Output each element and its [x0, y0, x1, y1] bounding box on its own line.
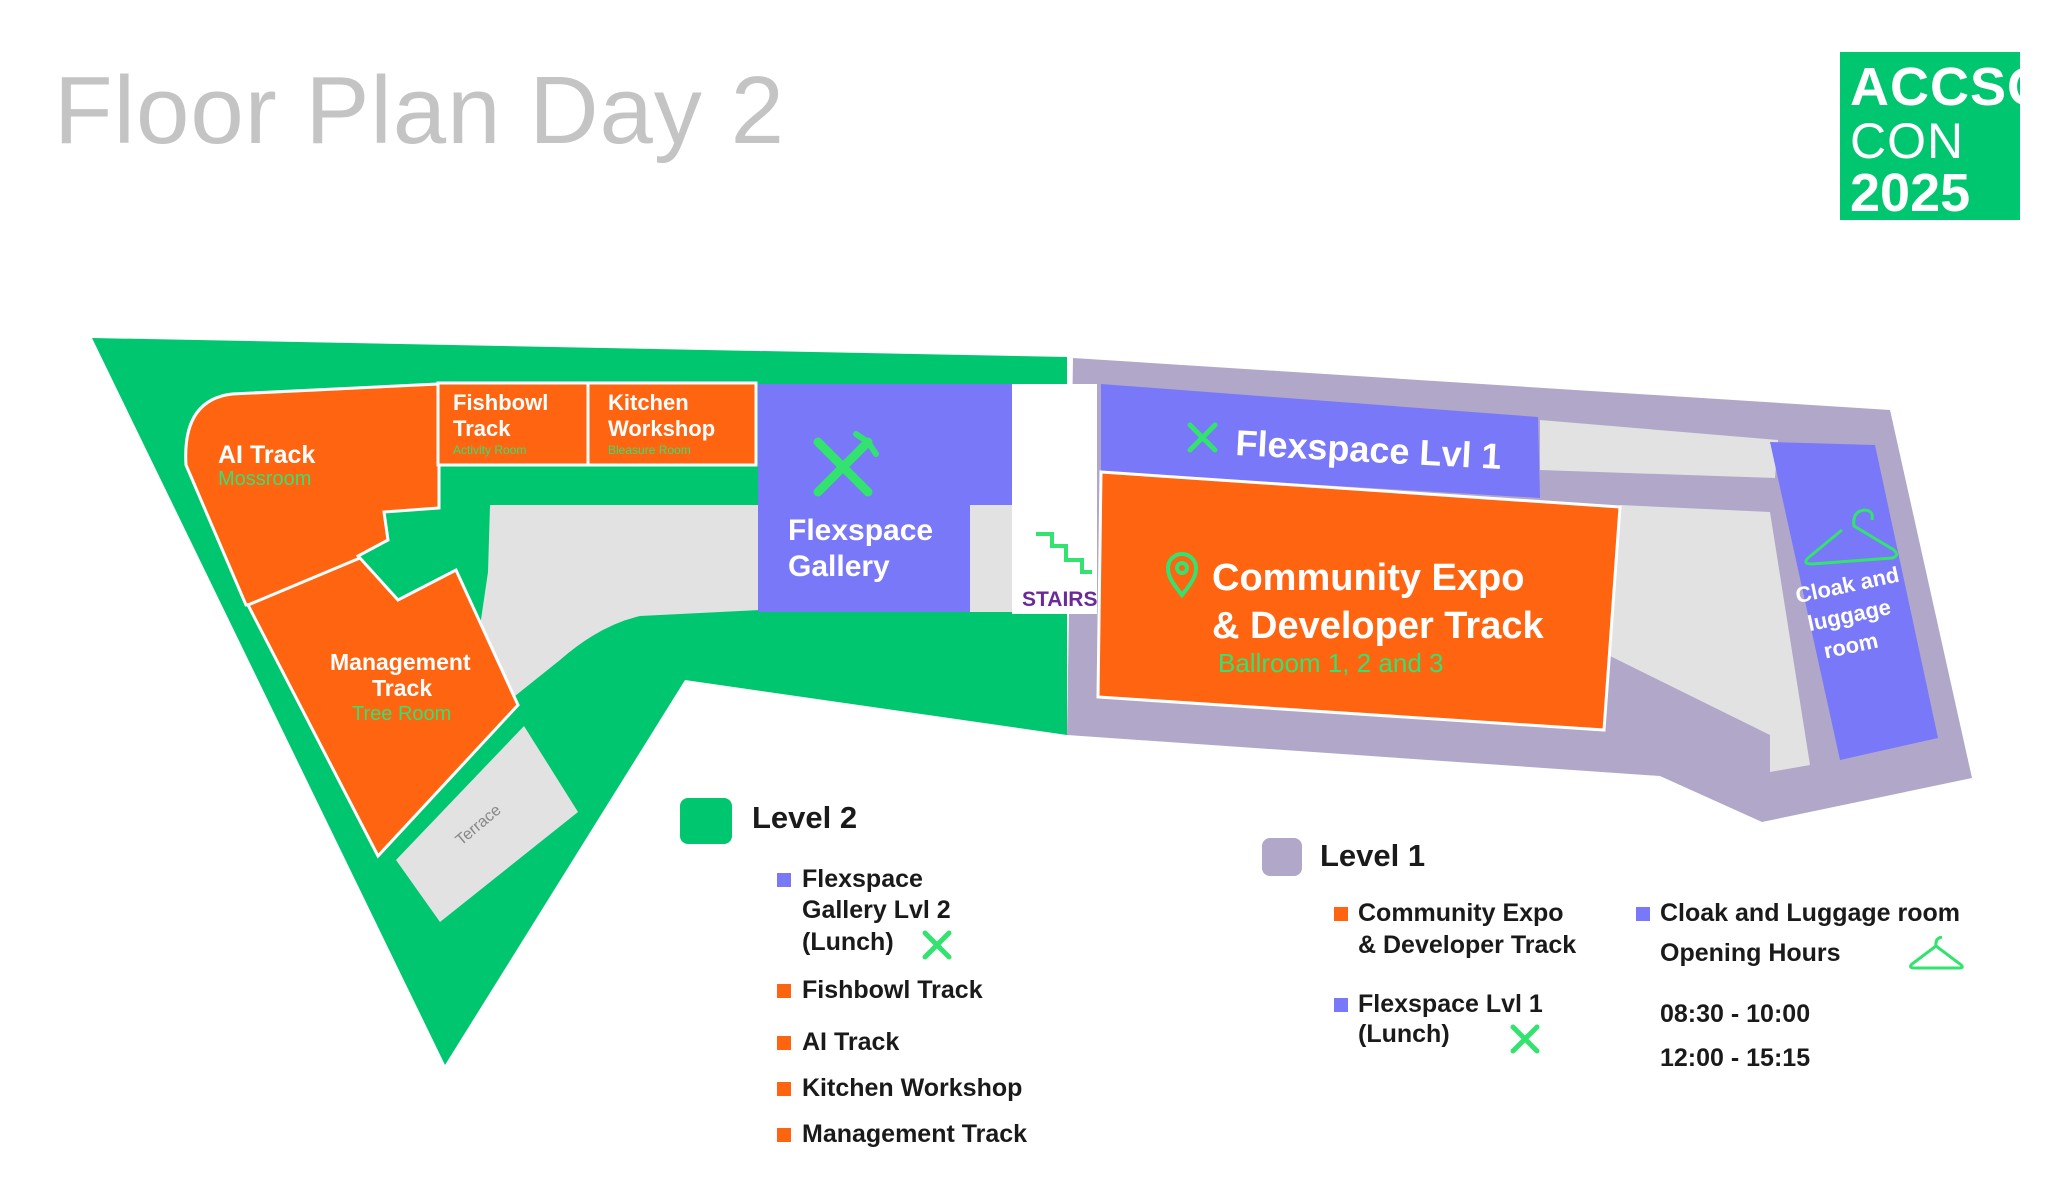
ai-track-room[interactable] [184, 382, 441, 607]
flexspace-gallery-label-2: Gallery [788, 550, 890, 583]
legend-management-swatch [777, 1128, 791, 1142]
ai-track-label: AI Track [218, 441, 315, 469]
cloak-room[interactable] [1770, 442, 1938, 760]
cutlery-icon [1510, 1024, 1540, 1054]
legend-cloak-swatch [1636, 907, 1650, 921]
management-track-room[interactable] [245, 556, 520, 859]
location-pin-icon [1165, 552, 1199, 599]
fishbowl-label-1: Fishbowl [453, 390, 548, 415]
level-1-corridor-top [1540, 420, 1778, 478]
legend-fishbowl-swatch [777, 984, 791, 998]
level-1-swatch [1262, 838, 1302, 876]
level-1-legend-title: Level 1 [1320, 838, 1426, 873]
legend-ai-track-label: AI Track [802, 1028, 900, 1056]
hanger-icon [1909, 936, 1964, 970]
legend-cloak-line-1: Cloak and Luggage room [1660, 899, 1961, 927]
ai-track-sub: Mossroom [218, 468, 311, 490]
terrace-area [396, 726, 578, 922]
stairs-corridor [970, 502, 1015, 612]
legend-flexspace-lvl1-line-2: (Lunch) [1358, 1020, 1450, 1048]
kitchen-label-2: Workshop [608, 416, 715, 441]
legend-flexspace-gallery-line-3: (Lunch) [802, 928, 894, 956]
community-label-2: & Developer Track [1212, 605, 1544, 647]
fishbowl-sub: Activity Room [453, 443, 526, 457]
level-1-corridor-right [1608, 505, 1810, 772]
legend-kitchen-label: Kitchen Workshop [802, 1074, 1023, 1102]
level-2-corridor [460, 505, 760, 700]
legend-flexspace-gallery-line-1: Flexspace [802, 865, 923, 893]
legend-community-swatch [1334, 907, 1348, 921]
community-label-1: Community Expo [1212, 557, 1524, 599]
logo-line-2: CON [1850, 113, 1965, 169]
level-2-swatch [680, 798, 732, 844]
kitchen-workshop-room[interactable] [586, 381, 758, 467]
cutlery-icon [1187, 422, 1218, 453]
community-expo-room[interactable] [1096, 470, 1622, 732]
legend-flexspace-lvl1-swatch [1334, 998, 1348, 1012]
hanger-icon [1804, 508, 1899, 566]
fishbowl-label-2: Track [453, 416, 511, 441]
legend-flexspace-gallery-line-2: Gallery Lvl 2 [802, 896, 951, 924]
logo-line-1: ACCSO [1850, 57, 2048, 117]
page-title: Floor Plan Day 2 [54, 57, 785, 164]
legend-cloak-time-2: 12:00 - 15:15 [1660, 1044, 1811, 1072]
management-sub: Tree Room [352, 703, 451, 725]
stairs-block [1012, 384, 1097, 614]
management-label-2: Track [372, 675, 432, 701]
legend-cloak-time-1: 08:30 - 10:00 [1660, 1000, 1811, 1028]
legend-fishbowl-label: Fishbowl Track [802, 976, 983, 1004]
community-sub: Ballroom 1, 2 and 3 [1218, 648, 1443, 678]
flexspace-gallery-label-1: Flexspace [788, 514, 933, 547]
management-label-1: Management [330, 649, 471, 675]
kitchen-label-1: Kitchen [608, 390, 689, 415]
level-2-legend-title: Level 2 [752, 800, 858, 835]
legend-kitchen-swatch [777, 1082, 791, 1096]
kitchen-sub: Bleasure Room [608, 443, 691, 457]
legend-community-line-2: & Developer Track [1358, 931, 1577, 959]
legend-flexspace-gallery-swatch [777, 873, 791, 887]
cutlery-icon [922, 930, 952, 960]
legend-ai-track-swatch [777, 1036, 791, 1050]
legend-flexspace-lvl1-line-1: Flexspace Lvl 1 [1358, 990, 1543, 1018]
legend-cloak-line-2: Opening Hours [1660, 939, 1841, 967]
accsocon-logo: ACCSO CON 2025 [1840, 52, 2048, 223]
legend-management-label: Management Track [802, 1120, 1028, 1148]
logo-line-3: 2025 [1850, 163, 1971, 223]
flexspace-lvl1-room[interactable] [1101, 384, 1540, 498]
stairs-label: STAIRS [1022, 588, 1097, 611]
legend-community-line-1: Community Expo [1358, 899, 1564, 927]
cutlery-icon [813, 431, 879, 497]
stairs-icon [1036, 532, 1092, 574]
